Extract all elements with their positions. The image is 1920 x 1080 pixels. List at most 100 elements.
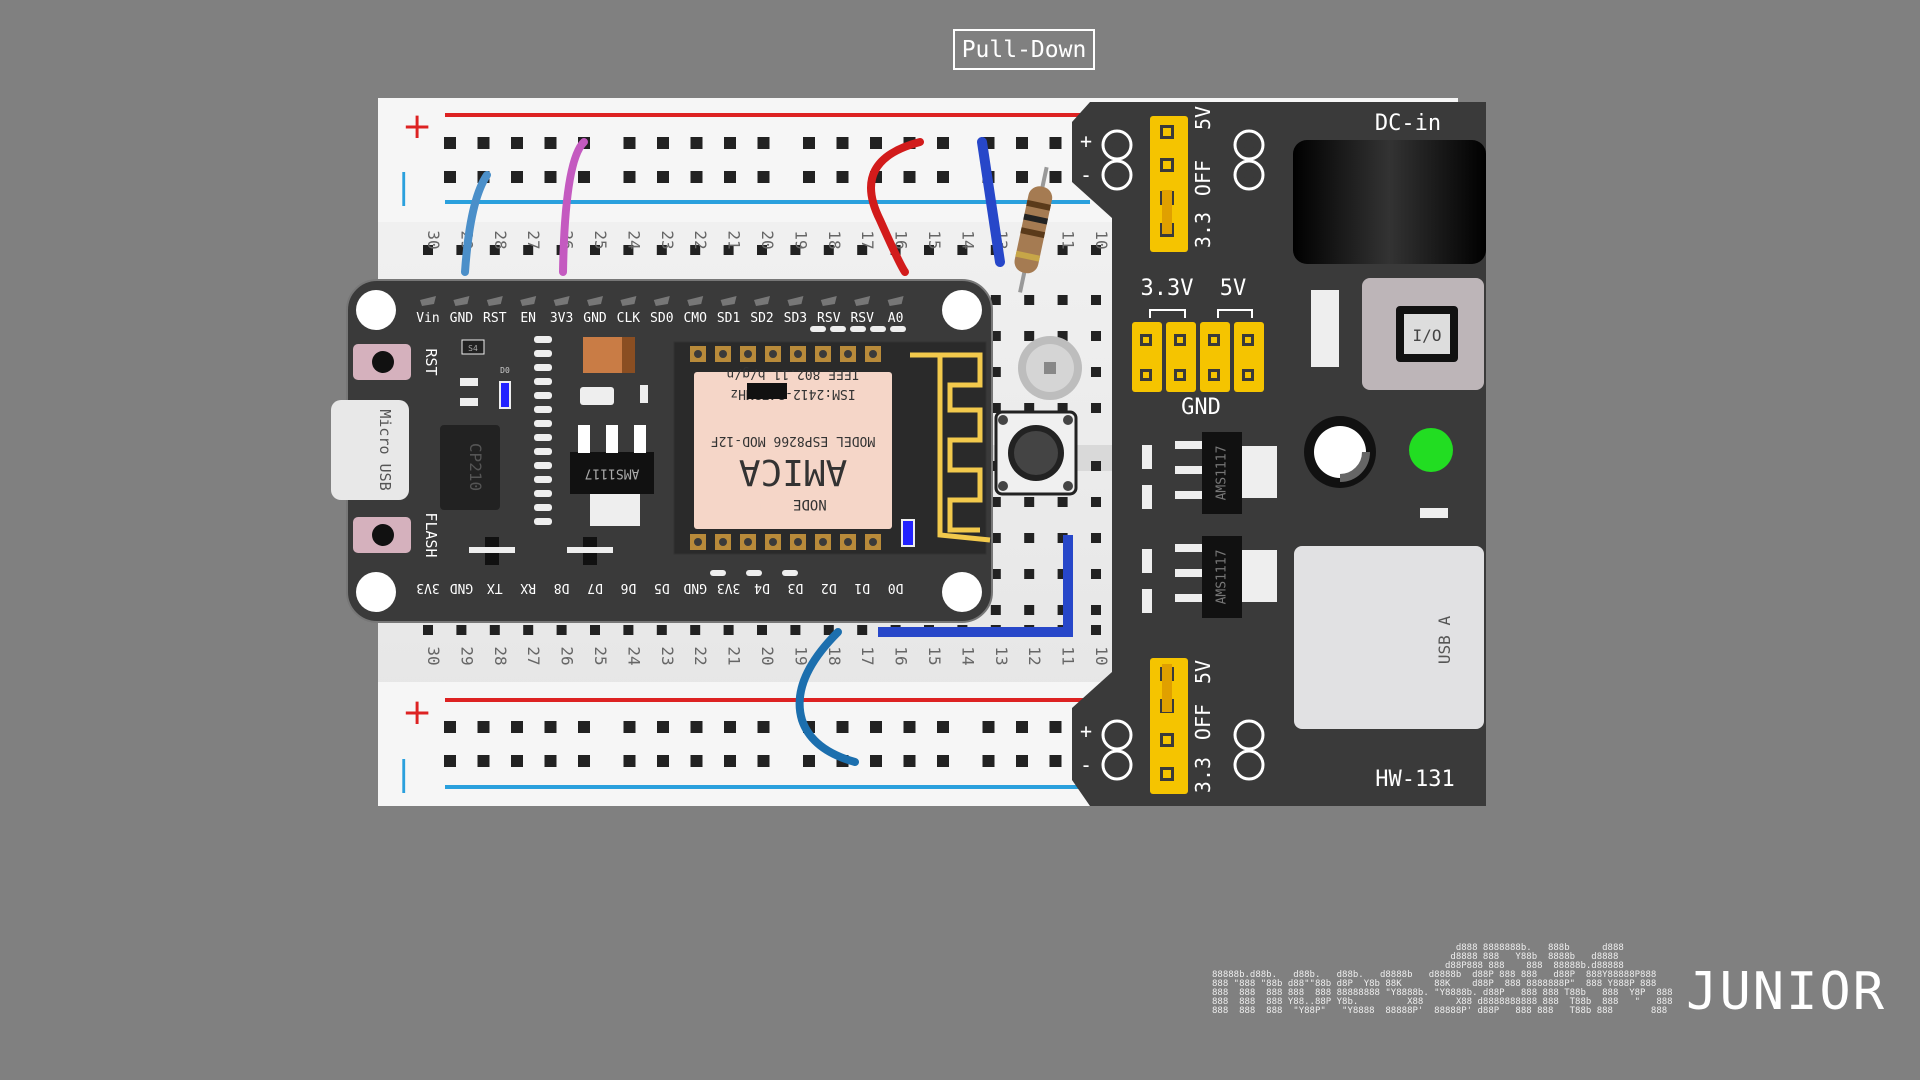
top-pin-label: SD1 [717, 311, 740, 326]
top-pin-label: RST [483, 311, 507, 326]
gnd-label: GND [1181, 395, 1221, 420]
rail-hole [444, 721, 456, 733]
column-label: 30 [424, 646, 443, 665]
rail-hole [1049, 755, 1062, 767]
rail-hole [544, 171, 557, 183]
module-shield [694, 372, 892, 529]
column-label: 20 [758, 230, 777, 249]
grid-hole [489, 245, 500, 255]
column-label: 13 [992, 646, 1011, 665]
grid-hole [590, 625, 600, 635]
rail-hole [1049, 171, 1062, 183]
rail-hole [1016, 755, 1028, 767]
rail-hole [477, 755, 490, 767]
rail-hole [511, 171, 523, 183]
rail-hole [982, 755, 995, 767]
rail-hole [578, 721, 590, 733]
bottom-pin-label: D3 [788, 580, 804, 595]
column-label: 19 [791, 646, 810, 665]
column-label: 25 [591, 646, 610, 665]
grid-hole [1024, 295, 1035, 305]
column-label: 24 [624, 230, 643, 249]
grid-hole [690, 245, 701, 255]
rail-hole [724, 171, 736, 183]
top-pin-label: RSV [850, 311, 874, 326]
bottom-plus-sign: + [402, 692, 432, 733]
grid-hole [823, 625, 834, 635]
grid-hole [990, 367, 1001, 377]
rst-label: RST [422, 348, 440, 375]
nodemcu-regulator [570, 452, 654, 494]
grid-hole [489, 625, 500, 635]
grid-hole [1024, 403, 1035, 413]
flash-label: FLASH [422, 512, 440, 557]
power-module: + - + - 5V OFF 3.3 5V OFF 3.3 [1072, 102, 1486, 806]
rail-hole [937, 171, 949, 183]
rail-hole [444, 137, 456, 149]
rail-hole [803, 755, 815, 767]
column-label: 19 [791, 230, 810, 249]
top-pin-label: Vin [416, 311, 439, 326]
bottom-pin-label: RX [520, 580, 536, 595]
dc-in-label: DC-in [1375, 111, 1441, 136]
grid-hole [456, 625, 467, 635]
top-pin-label: 3V3 [550, 311, 573, 326]
grid-hole [990, 403, 1001, 413]
top-minus-sign: | [398, 167, 409, 207]
rail-hole [544, 137, 557, 149]
grid-hole [990, 331, 1001, 341]
jumper-top [1150, 116, 1188, 252]
rail-hole [836, 137, 849, 149]
micro-usb-port [331, 400, 409, 500]
grid-hole [1091, 461, 1101, 471]
jumper-cap [1162, 190, 1172, 234]
rail-hole [444, 755, 456, 767]
rail-hole [757, 171, 770, 183]
bottom-pin-label: TX [487, 580, 503, 595]
rail-hole [870, 137, 882, 149]
bottom-pin-label: D4 [754, 580, 770, 595]
rail-hole [1049, 721, 1062, 733]
power-module-part [1311, 290, 1339, 367]
module-line1: IEEE 802.11 b/g/n [726, 366, 859, 381]
grid-hole [1091, 367, 1101, 377]
top-pin-label: SD3 [784, 311, 807, 326]
rail-hole [690, 137, 703, 149]
column-label: 28 [491, 646, 510, 665]
rail-hole [1016, 721, 1028, 733]
grid-hole [623, 245, 634, 255]
module-line3: MODEL ESP8266 MOD-12F [711, 433, 876, 448]
bottom-pin-label: 3V3 [416, 580, 439, 595]
regulator-2 [1202, 536, 1242, 618]
column-label: 17 [858, 230, 877, 249]
grid-hole [1057, 403, 1068, 413]
rail-hole [757, 755, 770, 767]
push-button [994, 410, 1078, 496]
grid-hole [690, 625, 701, 635]
grid-hole [656, 625, 667, 635]
column-label: 22 [691, 646, 710, 665]
grid-hole [1024, 533, 1035, 543]
cp210-chip [440, 425, 500, 510]
led-d0-label: D0 [500, 366, 510, 375]
rail-hole [724, 755, 736, 767]
grid-hole [1057, 497, 1068, 507]
regulator-1 [1202, 432, 1242, 514]
header-33v-label: 3.3V [1141, 276, 1194, 301]
rail-hole [623, 755, 636, 767]
grid-hole [790, 625, 801, 635]
grid-hole [957, 245, 968, 255]
column-label: 15 [925, 646, 944, 665]
grid-hole [1024, 605, 1035, 615]
column-label: 14 [958, 230, 977, 249]
grid-hole [556, 625, 567, 635]
jumper-top-33: 3.3 [1191, 212, 1215, 248]
led-white [1018, 336, 1082, 400]
rail-hole [870, 721, 882, 733]
grid-hole [1091, 331, 1101, 341]
rail-hole [937, 755, 949, 767]
grid-hole [523, 245, 534, 255]
